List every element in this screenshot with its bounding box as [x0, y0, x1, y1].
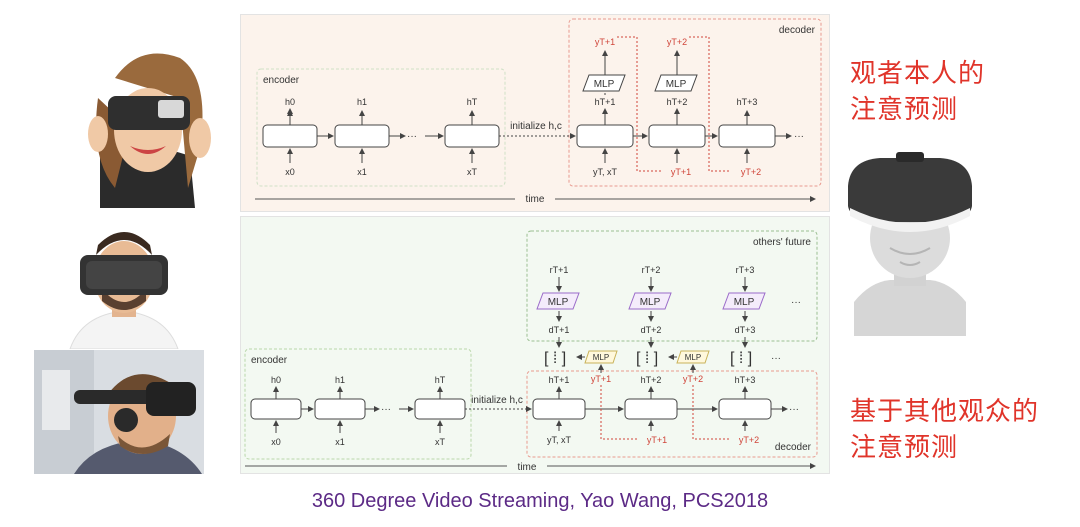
bottom-enc-x1: x1 [335, 437, 345, 447]
side-mlp-label-1: MLP [593, 353, 609, 362]
bottom-dec-h2: hT+2 [641, 375, 662, 385]
bottom-dec-h3: hT+3 [735, 375, 756, 385]
concat-bracket-1: [ ⁞ ] [544, 350, 566, 367]
side-mlp-2 [676, 350, 710, 364]
top-decoder-label: decoder [779, 25, 816, 36]
top-enc-x0: x0 [285, 167, 295, 177]
top-enc-cell-0 [262, 124, 318, 148]
bottom-dec-h1: hT+1 [549, 375, 570, 385]
bottom-enc-xT: xT [435, 437, 446, 447]
man-vr-photo [62, 215, 186, 349]
others-r2: rT+2 [642, 265, 661, 275]
concat-bracket-2: [ ⁞ ] [636, 350, 658, 367]
bottom-init-label: initialize h,c [471, 395, 523, 406]
top-mlp-label-2: MLP [666, 79, 687, 90]
top-dec-h2: hT+2 [667, 97, 688, 107]
top-enc-xT: xT [467, 167, 478, 177]
top-dec-cell-2 [718, 124, 776, 148]
top-encoder-cells [262, 124, 500, 148]
others-d2: dT+2 [641, 325, 662, 335]
self-attention-label: 观者本人的 注意预测 [850, 56, 985, 128]
others-mlp-3 [722, 292, 766, 310]
slide-caption: 360 Degree Video Streaming, Yao Wang, PC… [311, 490, 769, 512]
bottom-enc-cell-2 [414, 398, 466, 420]
top-enc-cell-1 [334, 124, 390, 148]
top-mlp-1 [582, 74, 626, 92]
top-enc-hT: hT [467, 97, 478, 107]
top-enc-h0: h0 [285, 97, 295, 107]
top-dec-cell-0 [576, 124, 634, 148]
self-attention-line-1: 观者本人的 [850, 59, 986, 89]
bottom-enc-h1: h1 [335, 375, 345, 385]
concat-ellipsis: ··· [771, 353, 781, 364]
others-ellipsis: ··· [791, 297, 801, 308]
top-dec-h1: hT+1 [595, 97, 616, 107]
bottom-enc-cell-0 [250, 398, 302, 420]
others-mlp-label-2: MLP [640, 297, 661, 308]
top-dec-cell-1 [648, 124, 706, 148]
top-enc-x1: x1 [357, 167, 367, 177]
self-attention-line-2: 注意预测 [850, 95, 959, 125]
bottom-dec-in-3: yT+2 [739, 435, 759, 445]
bottom-dec-in-2: yT+1 [647, 435, 667, 445]
others-mlp-label-1: MLP [548, 297, 569, 308]
others-attention-label: 基于其他观众的 注意预测 [850, 394, 1039, 466]
top-dec-in-2: yT+1 [671, 167, 691, 177]
bottom-time-label: time [518, 462, 537, 473]
top-enc-cell-2 [444, 124, 500, 148]
bottom-encoder-label: encoder [251, 355, 288, 366]
top-mlp-2 [654, 74, 698, 92]
others-mlp-label-3: MLP [734, 297, 755, 308]
bottom-decoder-label: decoder [775, 442, 812, 453]
concat-bracket-3: [ ⁞ ] [730, 350, 752, 367]
others-attention-line-2: 注意预测 [850, 433, 959, 463]
others-future-label: others' future [753, 237, 811, 248]
woman-vr-photo [60, 38, 222, 208]
top-enc-h1: h1 [357, 97, 367, 107]
top-ellipsis-enc: ··· [407, 131, 417, 142]
side-out-2: yT+2 [683, 374, 703, 384]
top-dec-out-1: yT+1 [595, 37, 615, 47]
bottom-dec-in-1: yT, xT [547, 435, 572, 445]
side-mlp-1 [584, 350, 618, 364]
others-r3: rT+3 [736, 265, 755, 275]
others-attention-line-1: 基于其他观众的 [850, 397, 1040, 427]
top-dec-out-2: yT+2 [667, 37, 687, 47]
others-mlp-1 [536, 292, 580, 310]
top-dec-in-3: yT+2 [741, 167, 761, 177]
top-mlp-label-1: MLP [594, 79, 615, 90]
bottom-enc-x0: x0 [271, 437, 281, 447]
bottom-enc-h0: h0 [271, 375, 281, 385]
top-init-label: initialize h,c [510, 121, 562, 132]
others-d3: dT+3 [735, 325, 756, 335]
top-diagram-panel: encoder decoder ··· h0 h1 hT x0 x1 xT in… [240, 14, 830, 212]
bottom-enc-hT: hT [435, 375, 446, 385]
side-out-1: yT+1 [591, 374, 611, 384]
others-d1: dT+1 [549, 325, 570, 335]
bottom-diagram-panel: others' future encoder decoder rT+1 rT+2… [240, 216, 830, 474]
bottom-dec-cell-0 [532, 398, 586, 420]
man-headset-photo [34, 350, 204, 474]
mannequin-headset-photo [840, 152, 980, 336]
bottom-ellipsis-enc: ··· [381, 404, 391, 415]
top-ellipsis-dec: ··· [794, 131, 804, 142]
bottom-dec-cell-1 [624, 398, 678, 420]
side-mlp-label-2: MLP [685, 353, 701, 362]
top-dec-h3: hT+3 [737, 97, 758, 107]
top-dec-in-1: yT, xT [593, 167, 618, 177]
others-r1: rT+1 [550, 265, 569, 275]
bottom-dec-cell-2 [718, 398, 772, 420]
bottom-enc-cell-1 [314, 398, 366, 420]
bottom-ellipsis-dec: ··· [789, 404, 799, 415]
top-encoder-label: encoder [263, 75, 300, 86]
others-mlp-2 [628, 292, 672, 310]
top-time-label: time [526, 194, 545, 205]
